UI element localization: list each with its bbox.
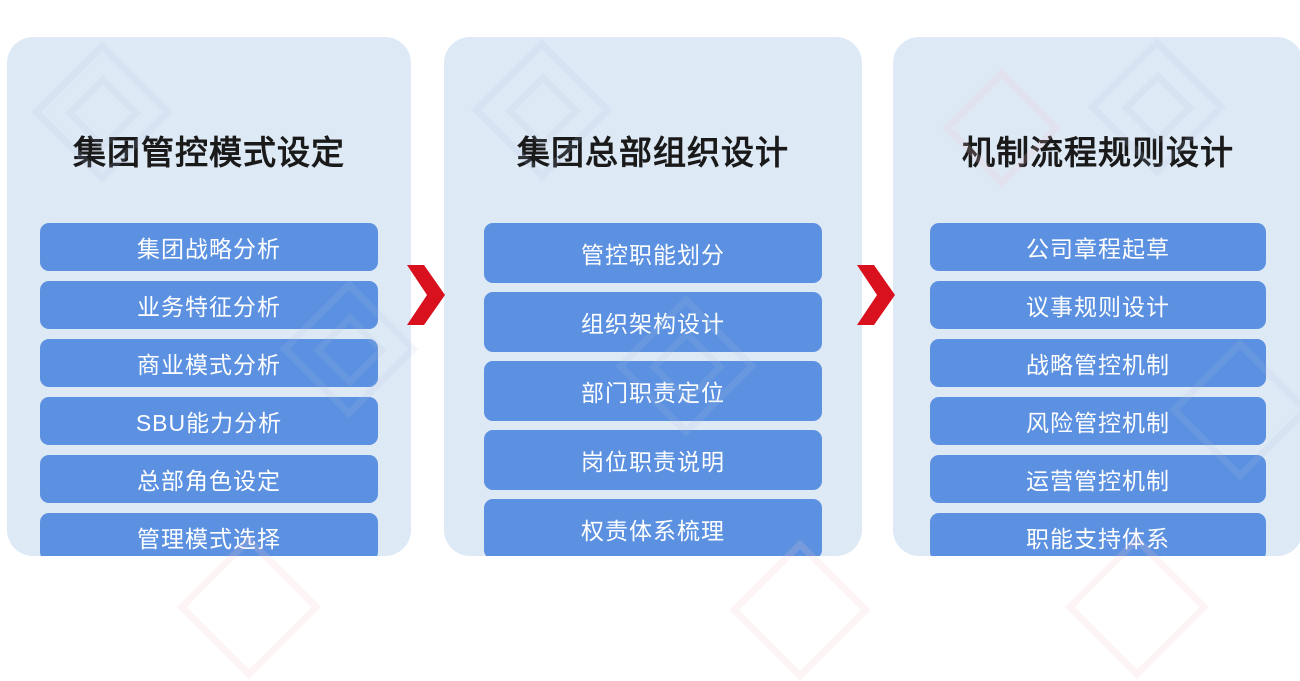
stage-1-item-3[interactable]: 商业模式分析 xyxy=(40,339,378,387)
stage-panel-2: 集团总部组织设计 管控职能划分 组织架构设计 部门职责定位 岗位职责说明 权责体… xyxy=(444,37,862,556)
stage-3-item-6[interactable]: 职能支持体系 xyxy=(930,513,1266,556)
stage-3-item-4[interactable]: 风险管控机制 xyxy=(930,397,1266,445)
stage-2-item-3[interactable]: 部门职责定位 xyxy=(484,361,822,421)
stage-panel-3: 机制流程规则设计 公司章程起草 议事规则设计 战略管控机制 风险管控机制 运营管… xyxy=(893,37,1300,556)
stage-3-item-1[interactable]: 公司章程起草 xyxy=(930,223,1266,271)
stage-3-item-list: 公司章程起草 议事规则设计 战略管控机制 风险管控机制 运营管控机制 职能支持体… xyxy=(893,223,1300,556)
stage-2-item-5[interactable]: 权责体系梳理 xyxy=(484,499,822,556)
stage-2-item-2[interactable]: 组织架构设计 xyxy=(484,292,822,352)
stage-1-item-4[interactable]: SBU能力分析 xyxy=(40,397,378,445)
stage-3-item-5[interactable]: 运营管控机制 xyxy=(930,455,1266,503)
chevron-right-icon-2 xyxy=(856,263,896,327)
stage-2-item-list: 管控职能划分 组织架构设计 部门职责定位 岗位职责说明 权责体系梳理 xyxy=(444,223,862,556)
stage-1-item-list: 集团战略分析 业务特征分析 商业模式分析 SBU能力分析 总部角色设定 管理模式… xyxy=(7,223,411,556)
stage-3-item-3[interactable]: 战略管控机制 xyxy=(930,339,1266,387)
stage-panel-1: 集团管控模式设定 集团战略分析 业务特征分析 商业模式分析 SBU能力分析 总部… xyxy=(7,37,411,556)
stage-1-item-6[interactable]: 管理模式选择 xyxy=(40,513,378,556)
stage-3-item-2[interactable]: 议事规则设计 xyxy=(930,281,1266,329)
stage-1-item-2[interactable]: 业务特征分析 xyxy=(40,281,378,329)
stage-1-item-5[interactable]: 总部角色设定 xyxy=(40,455,378,503)
stage-2-item-1[interactable]: 管控职能划分 xyxy=(484,223,822,283)
stage-1-item-1[interactable]: 集团战略分析 xyxy=(40,223,378,271)
process-flow-diagram: 集团管控模式设定 集团战略分析 业务特征分析 商业模式分析 SBU能力分析 总部… xyxy=(7,37,1300,556)
stage-2-title: 集团总部组织设计 xyxy=(517,134,789,172)
stage-1-title: 集团管控模式设定 xyxy=(73,134,345,172)
stage-2-item-4[interactable]: 岗位职责说明 xyxy=(484,430,822,490)
stage-3-title: 机制流程规则设计 xyxy=(962,134,1234,172)
chevron-right-icon-1 xyxy=(406,263,446,327)
